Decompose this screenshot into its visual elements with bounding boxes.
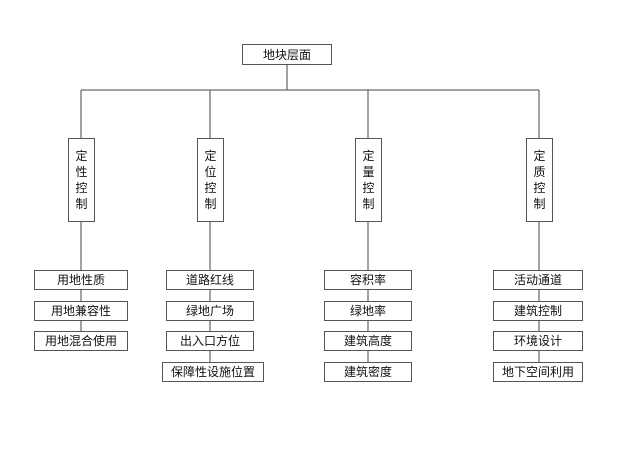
category-2-char-1: 量 <box>362 165 375 179</box>
category-0-char-0: 定 <box>75 149 88 163</box>
item-0-1: 用地兼容性 <box>34 301 128 321</box>
category-3-char-3: 制 <box>533 197 546 211</box>
category-0-char-2: 控 <box>75 181 88 195</box>
item-3-2: 环境设计 <box>493 331 583 351</box>
item-2-1: 绿地率 <box>324 301 412 321</box>
item-1-2: 出入口方位 <box>166 331 254 351</box>
category-node-1: 定 位 控 制 <box>197 138 224 222</box>
category-2-char-3: 制 <box>362 197 375 211</box>
category-3-char-2: 控 <box>533 181 546 195</box>
category-node-3: 定 质 控 制 <box>526 138 553 222</box>
item-2-3: 建筑密度 <box>324 362 412 382</box>
category-0-char-3: 制 <box>75 197 88 211</box>
category-3-char-0: 定 <box>533 149 546 163</box>
item-1-1: 绿地广场 <box>166 301 254 321</box>
root-node: 地块层面 <box>242 44 332 65</box>
item-2-0: 容积率 <box>324 270 412 290</box>
item-1-0: 道路红线 <box>166 270 254 290</box>
category-2-char-2: 控 <box>362 181 375 195</box>
category-1-char-1: 位 <box>204 165 217 179</box>
item-3-1: 建筑控制 <box>493 301 583 321</box>
category-2-char-0: 定 <box>362 149 375 163</box>
category-1-char-2: 控 <box>204 181 217 195</box>
item-1-3: 保障性设施位置 <box>162 362 264 382</box>
item-3-3: 地下空间利用 <box>493 362 583 382</box>
category-node-0: 定 性 控 制 <box>68 138 95 222</box>
category-1-char-3: 制 <box>204 197 217 211</box>
category-1-char-0: 定 <box>204 149 217 163</box>
category-node-2: 定 量 控 制 <box>355 138 382 222</box>
item-0-0: 用地性质 <box>34 270 128 290</box>
item-3-0: 活动通道 <box>493 270 583 290</box>
category-0-char-1: 性 <box>75 165 88 179</box>
category-3-char-1: 质 <box>533 165 546 179</box>
item-0-2: 用地混合使用 <box>34 331 128 351</box>
item-2-2: 建筑高度 <box>324 331 412 351</box>
